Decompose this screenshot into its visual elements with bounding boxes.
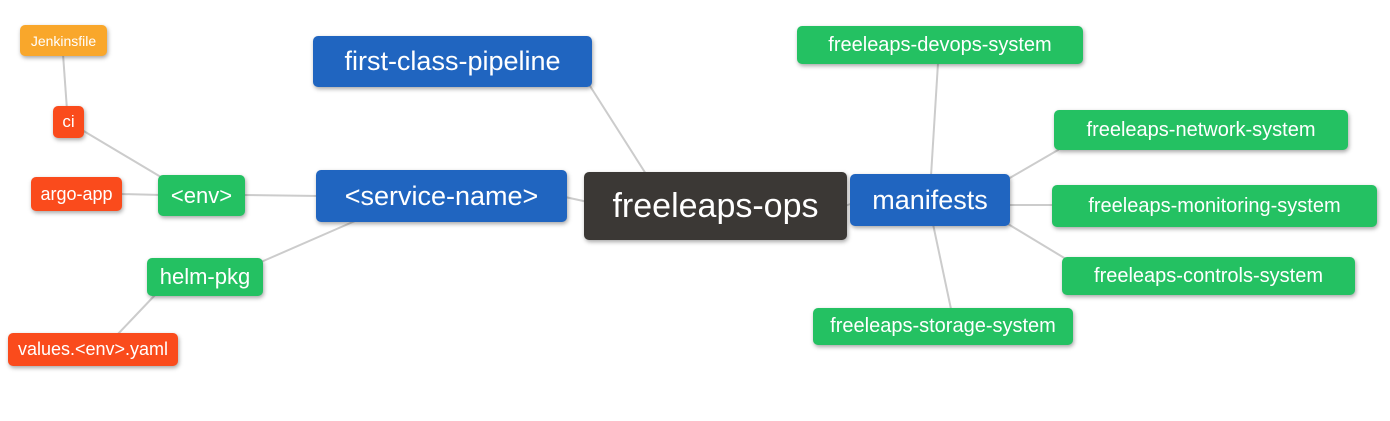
node-jenkinsfile[interactable]: Jenkinsfile <box>20 25 107 56</box>
node-env[interactable]: <env> <box>158 175 245 216</box>
edge-manifests-to-devops-system <box>930 62 939 177</box>
node-values-env-yaml[interactable]: values.<env>.yaml <box>8 333 178 366</box>
node-storage-system[interactable]: freeleaps-storage-system <box>813 308 1073 345</box>
edge-helm-pkg-to-values-env-yaml <box>116 293 157 336</box>
edge-env-to-service-name <box>242 194 321 197</box>
node-freeleaps-ops[interactable]: freeleaps-ops <box>584 172 847 240</box>
node-first-class-pipeline[interactable]: first-class-pipeline <box>313 36 592 87</box>
edge-manifests-to-storage-system <box>932 223 952 310</box>
node-monitoring-system[interactable]: freeleaps-monitoring-system <box>1052 185 1377 227</box>
edge-first-class-pipeline-to-freeleaps-ops <box>589 85 647 175</box>
edge-manifests-to-network-system <box>1007 149 1059 180</box>
edge-jenkinsfile-to-ci <box>62 53 68 111</box>
edge-argo-app-to-env <box>119 193 163 196</box>
node-ci[interactable]: ci <box>53 106 84 138</box>
node-controls-system[interactable]: freeleaps-controls-system <box>1062 257 1355 295</box>
node-network-system[interactable]: freeleaps-network-system <box>1054 110 1348 150</box>
node-helm-pkg[interactable]: helm-pkg <box>147 258 263 296</box>
node-manifests[interactable]: manifests <box>850 174 1010 226</box>
node-service-name[interactable]: <service-name> <box>316 170 567 222</box>
edge-helm-pkg-to-service-name <box>260 220 356 263</box>
edge-manifests-to-controls-system <box>1007 223 1067 260</box>
node-devops-system[interactable]: freeleaps-devops-system <box>797 26 1083 64</box>
node-argo-app[interactable]: argo-app <box>31 177 122 211</box>
